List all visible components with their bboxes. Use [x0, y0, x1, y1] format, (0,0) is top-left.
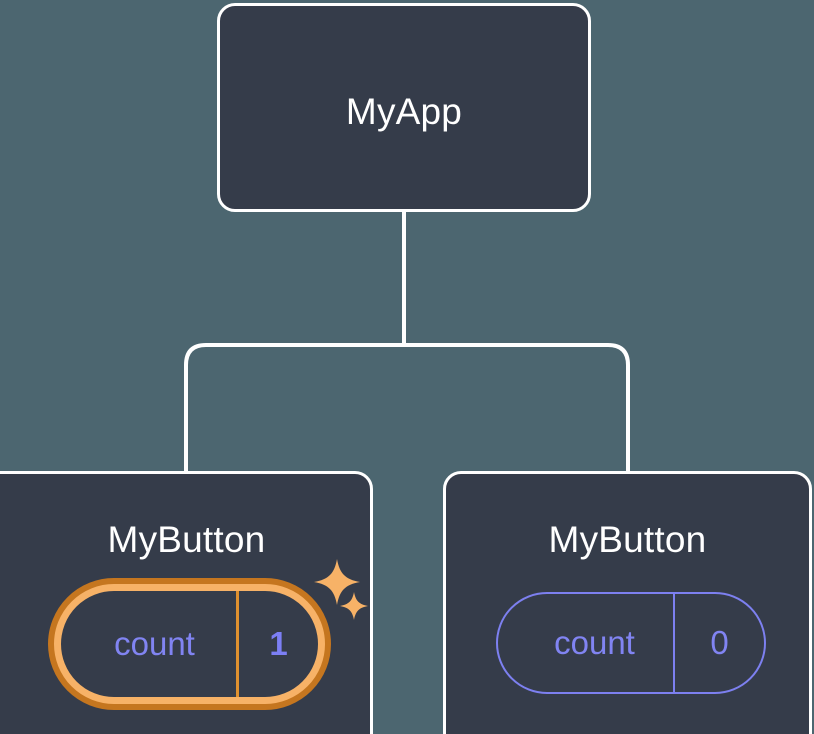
connector-branch-right: [404, 343, 630, 471]
state-pill-value: 0: [673, 594, 764, 692]
component-node-mybutton-right[interactable]: MyButton count 0: [443, 471, 812, 734]
state-pill-key: count: [114, 625, 195, 662]
state-pill-key: count: [554, 624, 635, 661]
state-pill-value: 1: [236, 591, 318, 697]
component-node-myapp[interactable]: MyApp: [217, 3, 591, 212]
connector-branch-left: [184, 343, 404, 471]
component-node-mybutton-left[interactable]: MyButton count 1: [0, 471, 373, 734]
component-node-label: MyButton: [548, 519, 707, 560]
component-node-label: MyApp: [345, 91, 463, 132]
component-node-label: MyButton: [107, 519, 266, 560]
state-pill-inner: count 1: [54, 584, 325, 704]
state-pill-highlighted[interactable]: count 1: [48, 578, 331, 710]
state-pill-plain[interactable]: count 0: [496, 592, 766, 694]
